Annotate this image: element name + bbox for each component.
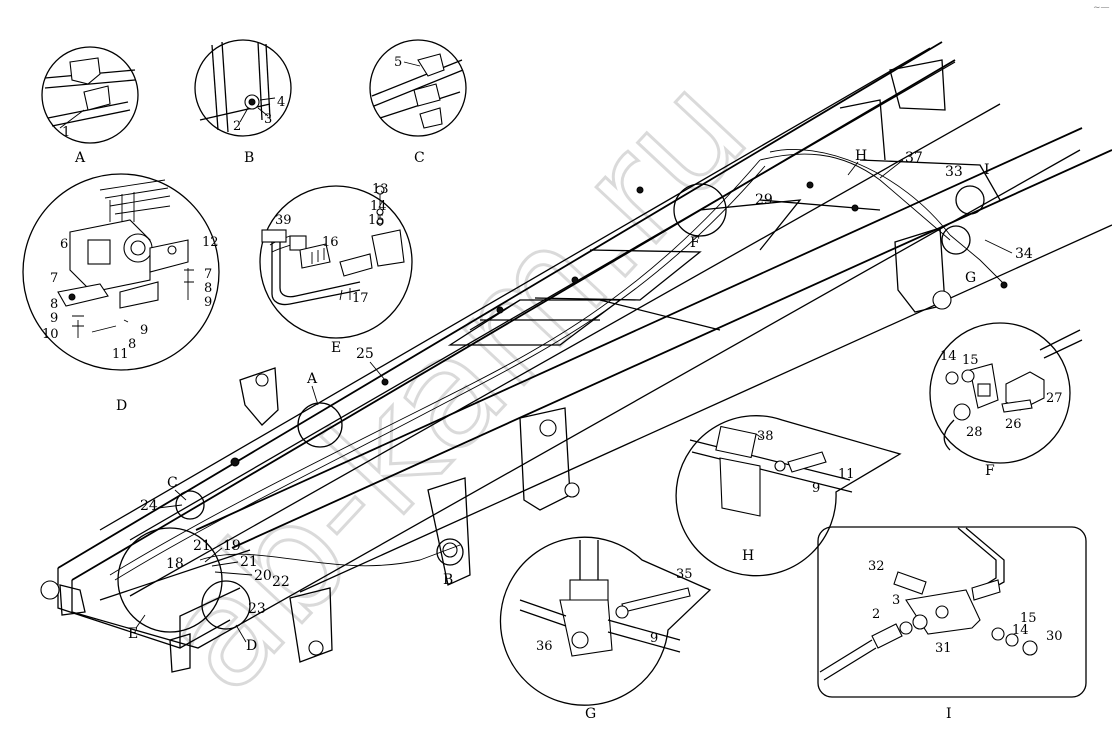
- detail-F-title: F: [985, 463, 995, 479]
- detail-G-n36: 36: [536, 639, 553, 654]
- detail-E-n16: 16: [322, 235, 339, 250]
- callout-20: 20: [254, 568, 272, 584]
- detail-B-n2: 2: [233, 119, 241, 134]
- detail-E-n13: 13: [372, 182, 389, 197]
- callout-29: 29: [755, 192, 773, 208]
- detail-I-n14: 14: [1012, 623, 1029, 638]
- detail-D-n7b: 7: [204, 267, 212, 282]
- detail-D-title: D: [116, 398, 127, 414]
- location-markers: [117, 183, 985, 633]
- detail-D: 6 7 7 8 8 8 9 9 9 10 11 12 D: [22, 173, 220, 414]
- callout-C: C: [167, 475, 178, 491]
- detail-D-n12: 12: [202, 235, 219, 250]
- detail-F-n15: 15: [962, 353, 979, 368]
- callout-H: H: [855, 148, 867, 164]
- callout-34: 34: [1015, 246, 1033, 262]
- detail-G: 35 36 9 G: [499, 536, 712, 722]
- detail-H-title: H: [742, 548, 754, 564]
- detail-B-n3: 3: [264, 112, 272, 127]
- detail-F-n14: 14: [940, 349, 957, 364]
- detail-F: 14 15 26 27 28 F: [929, 322, 1083, 479]
- detail-D-n8a: 8: [50, 297, 58, 312]
- detail-C-n5: 5: [394, 55, 402, 70]
- detail-I: 2 3 14 15 30 31 32 I: [817, 526, 1087, 722]
- detail-D-n8c: 8: [128, 337, 136, 352]
- detail-A-n1: 1: [62, 125, 70, 140]
- callout-G: G: [965, 270, 976, 286]
- detail-E-title: E: [331, 340, 341, 356]
- detail-B: 2 3 4 B: [194, 39, 292, 166]
- corner-mark: ~—: [1093, 3, 1110, 13]
- callout-B: B: [443, 572, 453, 588]
- detail-D-n9b: 9: [204, 295, 212, 310]
- detail-E: 13 14 15 16 17 39 E: [259, 182, 413, 356]
- detail-G-n35: 35: [676, 567, 693, 582]
- callout-24: 24: [140, 498, 158, 514]
- detail-E-n14: 14: [370, 199, 387, 214]
- callout-18: 18: [166, 556, 184, 572]
- detail-A: 1 A: [41, 46, 139, 166]
- callout-A: A: [306, 371, 318, 387]
- detail-I-n3: 3: [892, 593, 900, 608]
- detail-I-n15: 15: [1020, 611, 1037, 626]
- detail-H-n11: 11: [838, 467, 855, 482]
- detail-D-n9c: 9: [140, 323, 148, 338]
- detail-D-n9a: 9: [50, 311, 58, 326]
- detail-E-n39: 39: [275, 213, 292, 228]
- callout-F: F: [690, 235, 700, 251]
- callout-23: 23: [248, 601, 266, 617]
- detail-H: 38 9 11 H: [675, 415, 902, 577]
- detail-B-title: B: [244, 150, 254, 166]
- detail-H-n9: 9: [812, 481, 820, 496]
- callout-D: D: [246, 638, 257, 654]
- detail-F-n26: 26: [1005, 417, 1022, 432]
- main-callouts: A B C D E F G H I 18 19 20 21 21 22 23 2…: [128, 148, 1033, 654]
- callout-22: 22: [272, 574, 290, 590]
- callout-25: 25: [356, 346, 374, 362]
- callout-I: I: [984, 162, 990, 178]
- detail-F-n28: 28: [966, 425, 983, 440]
- detail-G-n9: 9: [650, 631, 658, 646]
- detail-G-title: G: [585, 706, 596, 722]
- detail-D-n8b: 8: [204, 281, 212, 296]
- detail-D-n11: 11: [112, 347, 129, 362]
- detail-I-n32: 32: [868, 559, 885, 574]
- detail-I-n31: 31: [935, 641, 952, 656]
- callout-21b: 21: [240, 554, 258, 570]
- detail-A-title: A: [74, 150, 86, 166]
- detail-E-n17: 17: [352, 291, 369, 306]
- detail-E-n15: 15: [368, 213, 385, 228]
- detail-I-n30: 30: [1046, 629, 1063, 644]
- callout-37: 37: [905, 150, 923, 166]
- detail-D-n7a: 7: [50, 271, 58, 286]
- detail-D-n10: 10: [42, 327, 59, 342]
- callout-21a: 21: [193, 538, 211, 554]
- detail-B-n4: 4: [277, 95, 285, 110]
- detail-H-n38: 38: [757, 429, 774, 444]
- detail-C: 5 C: [369, 39, 467, 166]
- detail-I-title: I: [946, 706, 952, 722]
- detail-C-title: C: [414, 150, 425, 166]
- callout-33: 33: [945, 164, 963, 180]
- chassis-frame: [40, 41, 1112, 673]
- callout-19: 19: [223, 538, 241, 554]
- detail-D-n6: 6: [60, 237, 68, 252]
- detail-F-n27: 27: [1046, 391, 1063, 406]
- callout-E: E: [128, 626, 138, 642]
- detail-I-n2: 2: [872, 607, 880, 622]
